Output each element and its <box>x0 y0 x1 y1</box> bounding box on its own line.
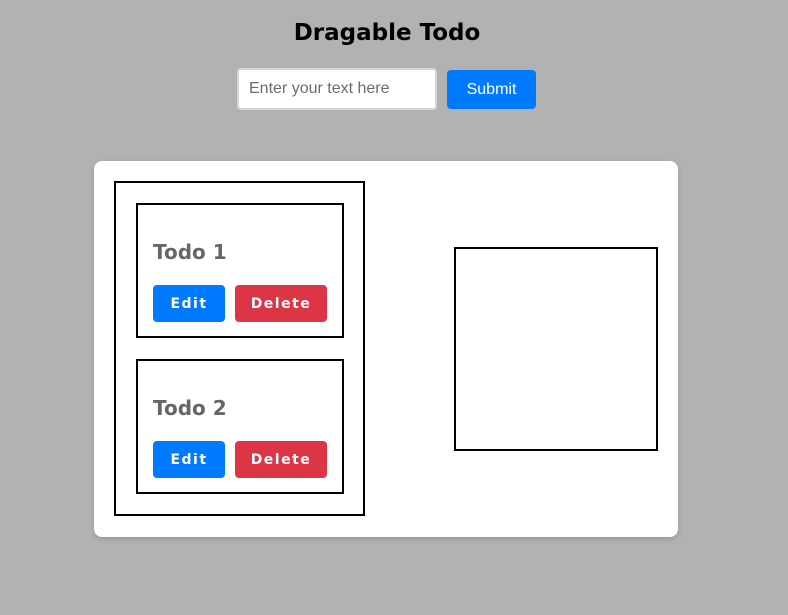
page-title: Dragable Todo <box>293 20 481 46</box>
edit-button[interactable]: Edit <box>153 285 225 322</box>
todo-card[interactable]: Todo 2 Edit Delete <box>136 359 344 494</box>
drop-zone[interactable] <box>454 247 658 451</box>
submit-button[interactable]: Submit <box>447 70 536 109</box>
todo-text-input[interactable] <box>237 68 437 110</box>
todo-list-column: Todo 1 Edit Delete Todo 2 Edit Delete <box>114 181 365 516</box>
delete-button[interactable]: Delete <box>235 285 327 322</box>
edit-button[interactable]: Edit <box>153 441 225 478</box>
todo-title: Todo 1 <box>153 240 227 264</box>
todo-card[interactable]: Todo 1 Edit Delete <box>136 203 344 338</box>
todo-title: Todo 2 <box>153 396 227 420</box>
todo-board: Todo 1 Edit Delete Todo 2 Edit Delete <box>94 161 678 537</box>
delete-button[interactable]: Delete <box>235 441 327 478</box>
